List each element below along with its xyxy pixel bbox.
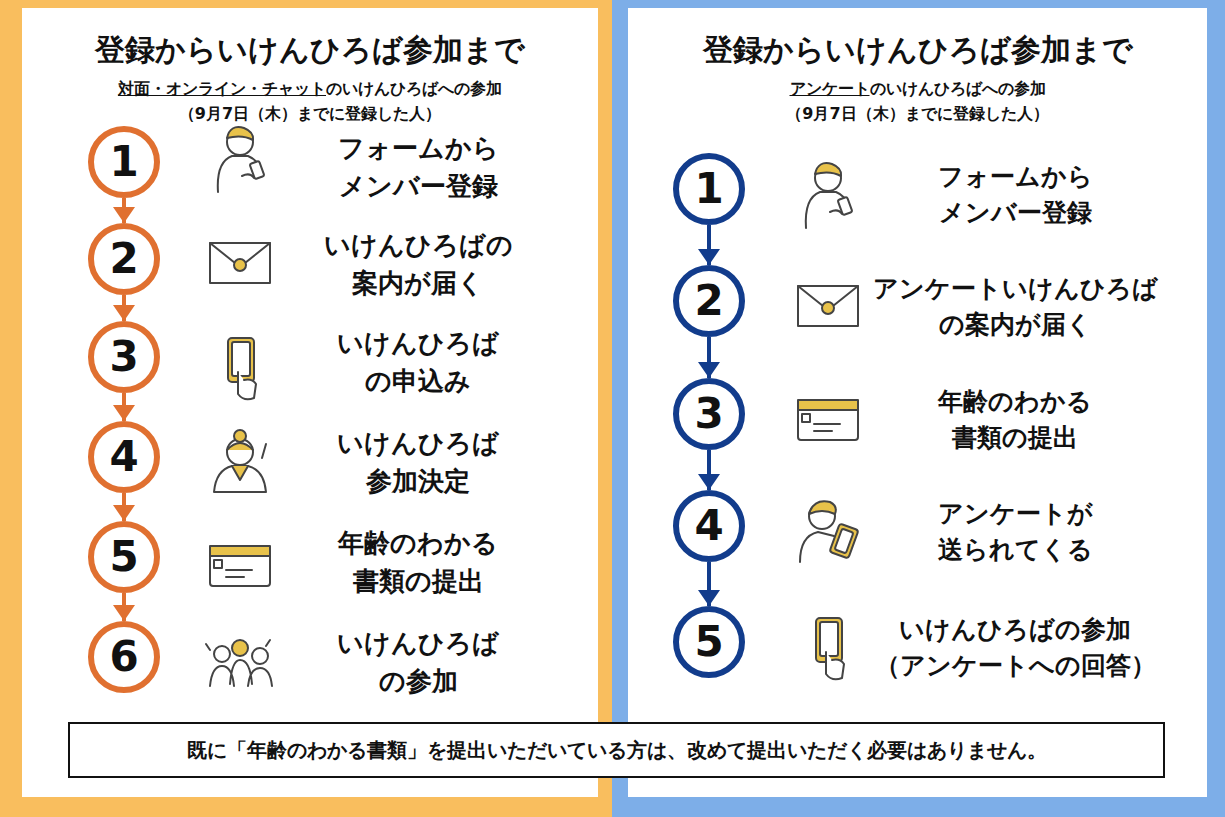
step-number-circle: 1: [88, 126, 160, 198]
step-number: 6: [109, 636, 138, 678]
step-arrow: [113, 493, 135, 521]
step-number: 2: [694, 280, 723, 322]
step-number-circle: 3: [88, 321, 160, 393]
panel-date: （9月7日（木）までに登録した人）: [22, 104, 598, 125]
step-arrow: [698, 337, 720, 378]
step-number: 1: [694, 168, 723, 210]
subtitle-part: のいけんひろばへの参加: [326, 79, 502, 98]
arrow-head: [113, 605, 135, 621]
arrow-head: [113, 207, 135, 223]
arrow-head: [698, 590, 720, 606]
subtitle-part: 対面・オンライン・チャット: [118, 79, 326, 98]
step-arrow: [113, 393, 135, 421]
step-text: アンケートいけんひろば の案内が届く: [873, 271, 1158, 344]
step-text: いけんひろば の申込み: [337, 325, 499, 400]
step-panel: 登録からいけんひろば参加までアンケートのいけんひろばへの参加 （9月7日（木）まで…: [628, 8, 1207, 708]
step-number-circle: 2: [673, 265, 745, 337]
step-text: いけんひろばの 案内が届く: [324, 227, 513, 302]
arrow-head: [698, 362, 720, 378]
step-text: いけんひろばの参加 （アンケートへの回答）: [875, 612, 1156, 685]
note-text: 既に「年齢のわかる書類」を提出いただいている方は、改めて提出いただく必要はありま…: [187, 737, 1047, 764]
arrow-head: [698, 249, 720, 265]
step-arrow: [698, 225, 720, 265]
step-number: 4: [109, 436, 138, 478]
arrow-head: [113, 405, 135, 421]
step-number-circle: 4: [673, 490, 745, 562]
step-number-circle: 3: [673, 378, 745, 450]
subtitle-part: のいけんひろばへの参加: [870, 79, 1046, 98]
step-number-circle: 5: [673, 606, 745, 678]
step-text: 年齢のわかる 書類の提出: [938, 384, 1092, 457]
panel-title: 登録からいけんひろば参加まで: [628, 30, 1207, 71]
step-text: アンケートが 送られてくる: [938, 496, 1093, 569]
arrow-head: [113, 305, 135, 321]
step-number-circle: 5: [88, 521, 160, 593]
note-box: 既に「年齢のわかる書類」を提出いただいている方は、改めて提出いただく必要はありま…: [68, 722, 1165, 778]
step-arrow: [113, 593, 135, 621]
step-number: 5: [109, 536, 138, 578]
step-arrow: [698, 450, 720, 490]
step-number-circle: 2: [88, 223, 160, 295]
step-number: 3: [109, 336, 138, 378]
step-text: フォームから メンバー登録: [338, 130, 499, 205]
step-text: いけんひろば の参加: [337, 625, 499, 700]
step-number: 2: [109, 238, 138, 280]
step-panel: 登録からいけんひろば参加まで対面・オンライン・チャットのいけんひろばへの参加 （9…: [22, 8, 598, 708]
step-number: 5: [694, 621, 723, 663]
step-number-circle: 6: [88, 621, 160, 693]
panel-subtitle: 対面・オンライン・チャットのいけんひろばへの参加: [22, 79, 598, 100]
step-text: 年齢のわかる 書類の提出: [338, 525, 498, 600]
panel-date: （9月7日（木）までに登録した人）: [628, 104, 1207, 125]
arrow-head: [113, 505, 135, 521]
step-number-circle: 1: [673, 153, 745, 225]
step-number: 3: [694, 393, 723, 435]
step-arrow: [113, 295, 135, 321]
panel-title: 登録からいけんひろば参加まで: [22, 30, 598, 71]
step-text: いけんひろば 参加決定: [337, 425, 499, 500]
step-arrow: [698, 562, 720, 606]
step-number: 4: [694, 505, 723, 547]
step-number-circle: 4: [88, 421, 160, 493]
step-number: 1: [109, 141, 138, 183]
step-arrow: [113, 198, 135, 223]
step-text: フォームから メンバー登録: [938, 159, 1093, 232]
panel-subtitle: アンケートのいけんひろばへの参加: [628, 79, 1207, 100]
arrow-head: [698, 474, 720, 490]
subtitle-part: アンケート: [790, 79, 870, 98]
